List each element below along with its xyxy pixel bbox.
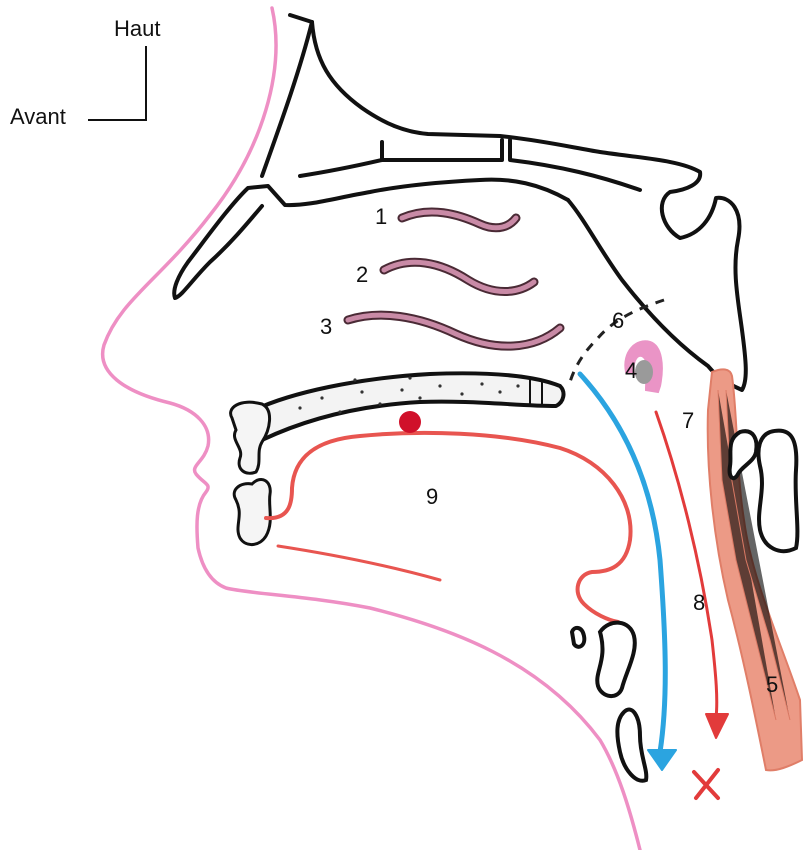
orientation-axis-lines	[88, 46, 146, 120]
epiglottis	[597, 623, 635, 696]
sinus-plate	[300, 140, 502, 176]
hyoid-bone	[572, 628, 584, 647]
nasal-bone	[290, 15, 746, 390]
label-4: 4	[625, 358, 637, 383]
label-7: 7	[682, 408, 694, 433]
nasal-turbinates	[348, 212, 560, 346]
tongue	[266, 433, 631, 622]
lower-teeth	[234, 479, 270, 544]
up-label: Haut	[114, 16, 160, 41]
label-5: 5	[766, 672, 778, 697]
label-8: 8	[693, 590, 705, 615]
label-9: 9	[426, 484, 438, 509]
blocked-x-icon	[694, 770, 718, 798]
thyroid-cartilage	[617, 709, 646, 780]
hard-palate-roof	[174, 180, 568, 298]
label-2: 2	[356, 262, 368, 287]
label-3: 3	[320, 314, 332, 339]
vertebra-atlas	[730, 431, 757, 478]
upper-teeth	[231, 402, 270, 473]
front-label: Avant	[10, 104, 66, 129]
orientation-indicator: Haut Avant	[10, 16, 160, 129]
label-6: 6	[612, 308, 624, 333]
vertebra-axis	[758, 431, 797, 551]
uvula-dot	[399, 411, 421, 433]
label-1: 1	[375, 204, 387, 229]
face-profile	[103, 8, 640, 850]
